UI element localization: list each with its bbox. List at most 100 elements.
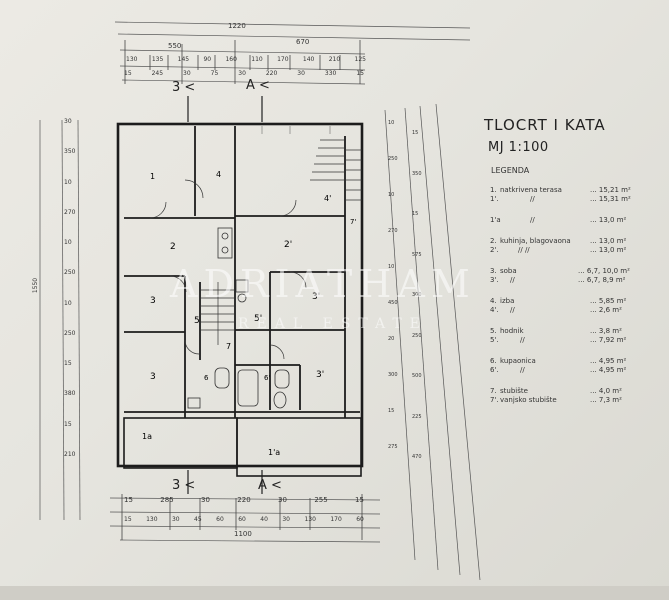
dim-value: 90: [203, 56, 212, 63]
dim-value: 60: [238, 516, 246, 523]
legend-num: 5'.: [490, 336, 499, 344]
dim-value: 10: [64, 239, 72, 247]
dim-left-column: 30 350 10 270 10 250 10 250 15 380 15 21…: [64, 118, 78, 458]
dim-value: 30: [282, 516, 290, 523]
dim-value: 15: [412, 211, 419, 217]
room-label: 3': [312, 292, 321, 302]
dim-value: 135: [151, 56, 164, 63]
dim-value: 275: [388, 444, 398, 450]
dim-value: 575: [412, 251, 422, 258]
room-label: 7: [226, 342, 232, 351]
dim-left-total: 1550: [32, 277, 40, 294]
dim-value: 250: [64, 329, 76, 337]
dim-value: 350: [412, 170, 422, 177]
dim-total-top: 1220: [228, 22, 246, 30]
legend-item: 7'.vanjsko stubište... 7,3 m²: [490, 396, 665, 405]
dim-value: 75: [210, 70, 219, 77]
legend-value: ... 13,0 m²: [590, 216, 627, 224]
dim-value: 350: [64, 148, 76, 156]
dim-value: 15: [355, 496, 364, 504]
dim-value: 255: [314, 496, 328, 504]
dim-value: 10: [388, 192, 395, 198]
dim-value: 160: [225, 56, 237, 63]
legend-label: kupaonica: [500, 357, 536, 365]
legend-label: //: [510, 306, 515, 314]
dim-value: 15: [388, 408, 395, 414]
legend-value: ... 15,31 m²: [590, 195, 631, 203]
dim-value: 285: [160, 496, 174, 504]
dim-value: 30: [171, 516, 180, 523]
dim-top-left: 550: [168, 42, 182, 50]
legend-item: 1'.//... 15,31 m²: [490, 195, 665, 204]
dim-value: 30: [238, 70, 246, 77]
dim-value: 130: [126, 56, 138, 63]
section-mark-bottom-left: 3 <: [172, 478, 196, 493]
dim-bottom-row2: 15 130 30 45 60 60 40 30 130 170 60: [124, 516, 364, 523]
dim-value: 130: [304, 516, 316, 523]
legend-item: 3'.//... 6,7, 8,9 m²: [490, 276, 665, 285]
legend-value: ... 5,85 m²: [590, 297, 627, 305]
dim-value: 500: [412, 373, 422, 379]
legend-item: 2'.// //... 13,0 m²: [490, 246, 665, 255]
legend-label: //: [520, 366, 525, 374]
legend-label: // //: [518, 246, 530, 254]
dim-value: 10: [388, 264, 395, 270]
room-label: 7': [350, 218, 357, 226]
dim-value: 10: [64, 178, 72, 186]
legend-num: 1'.: [490, 195, 499, 203]
legend-item: 1.natkrivena terasa... 15,21 m²: [490, 186, 665, 195]
dim-right-column: 10 250 10 270 10 450 20 300 15 275: [388, 120, 428, 450]
legend-num: 5.: [490, 327, 497, 335]
legend-value: ... 7,92 m²: [590, 336, 627, 344]
dim-value: 60: [216, 516, 224, 523]
legend-value: ... 15,21 m²: [590, 186, 631, 194]
dim-value: 270: [388, 228, 398, 234]
paper-fold: [0, 586, 669, 600]
legend-num: 3'.: [490, 276, 499, 284]
dim-value: 15: [412, 130, 419, 136]
legend-value: ... 4,0 m²: [590, 387, 622, 395]
dim-value: 10: [388, 120, 395, 126]
section-mark-top-right: A <: [246, 78, 270, 93]
dim-value: 470: [412, 454, 422, 460]
dim-value: 20: [388, 336, 395, 342]
legend-num: 4.: [490, 297, 497, 305]
legend-label: soba: [500, 267, 517, 275]
legend-num: 6.: [490, 357, 497, 365]
legend-list: 1.natkrivena terasa... 15,21 m² 1'.//...…: [490, 186, 665, 405]
dim-value: 300: [388, 372, 398, 378]
dim-value: 30: [201, 496, 210, 504]
dim-value: 125: [354, 56, 366, 63]
room-label: 1'a: [268, 448, 281, 457]
dim-value: 15: [124, 70, 132, 77]
dim-value: 110: [251, 56, 263, 63]
legend-num: 7.: [490, 387, 497, 395]
dim-value: 60: [356, 516, 364, 523]
dim-value: 40: [260, 516, 268, 523]
dim-value: 45: [194, 516, 202, 523]
legend-num: 4'.: [490, 306, 499, 314]
legend-value: ... 4,95 m²: [590, 366, 627, 374]
legend-label: izba: [500, 297, 515, 305]
legend-value: ... 4,95 m²: [590, 357, 627, 365]
dim-value: 30: [183, 70, 191, 77]
room-label: 3': [316, 370, 325, 380]
dim-value: 220: [237, 496, 251, 504]
legend-label: vanjsko stubište: [500, 396, 557, 404]
legend-value: ... 13,0 m²: [590, 246, 627, 254]
section-mark-bottom-right: A <: [258, 478, 282, 493]
legend-item: 4.izba ... 5,85 m²: [490, 297, 665, 306]
legend-label: hodnik: [500, 327, 524, 335]
watermark-subtitle: REAL ESTATE: [238, 316, 428, 332]
legend-value: ... 7,3 m²: [590, 396, 622, 404]
dim-value: 15: [124, 496, 133, 504]
legend-num: 1'a: [490, 216, 501, 224]
dim-row4: 15 245 30 75 30 220 30 330 15: [124, 70, 364, 77]
room-label: 5': [254, 314, 263, 324]
sheet-scale: MJ 1:100: [488, 140, 549, 155]
dim-value: 250: [64, 269, 76, 277]
legend-title: LEGENDA: [491, 166, 530, 175]
legend-label: //: [530, 216, 535, 224]
legend-value: ... 6,7, 8,9 m²: [578, 276, 626, 284]
dim-value: 130: [146, 516, 158, 523]
